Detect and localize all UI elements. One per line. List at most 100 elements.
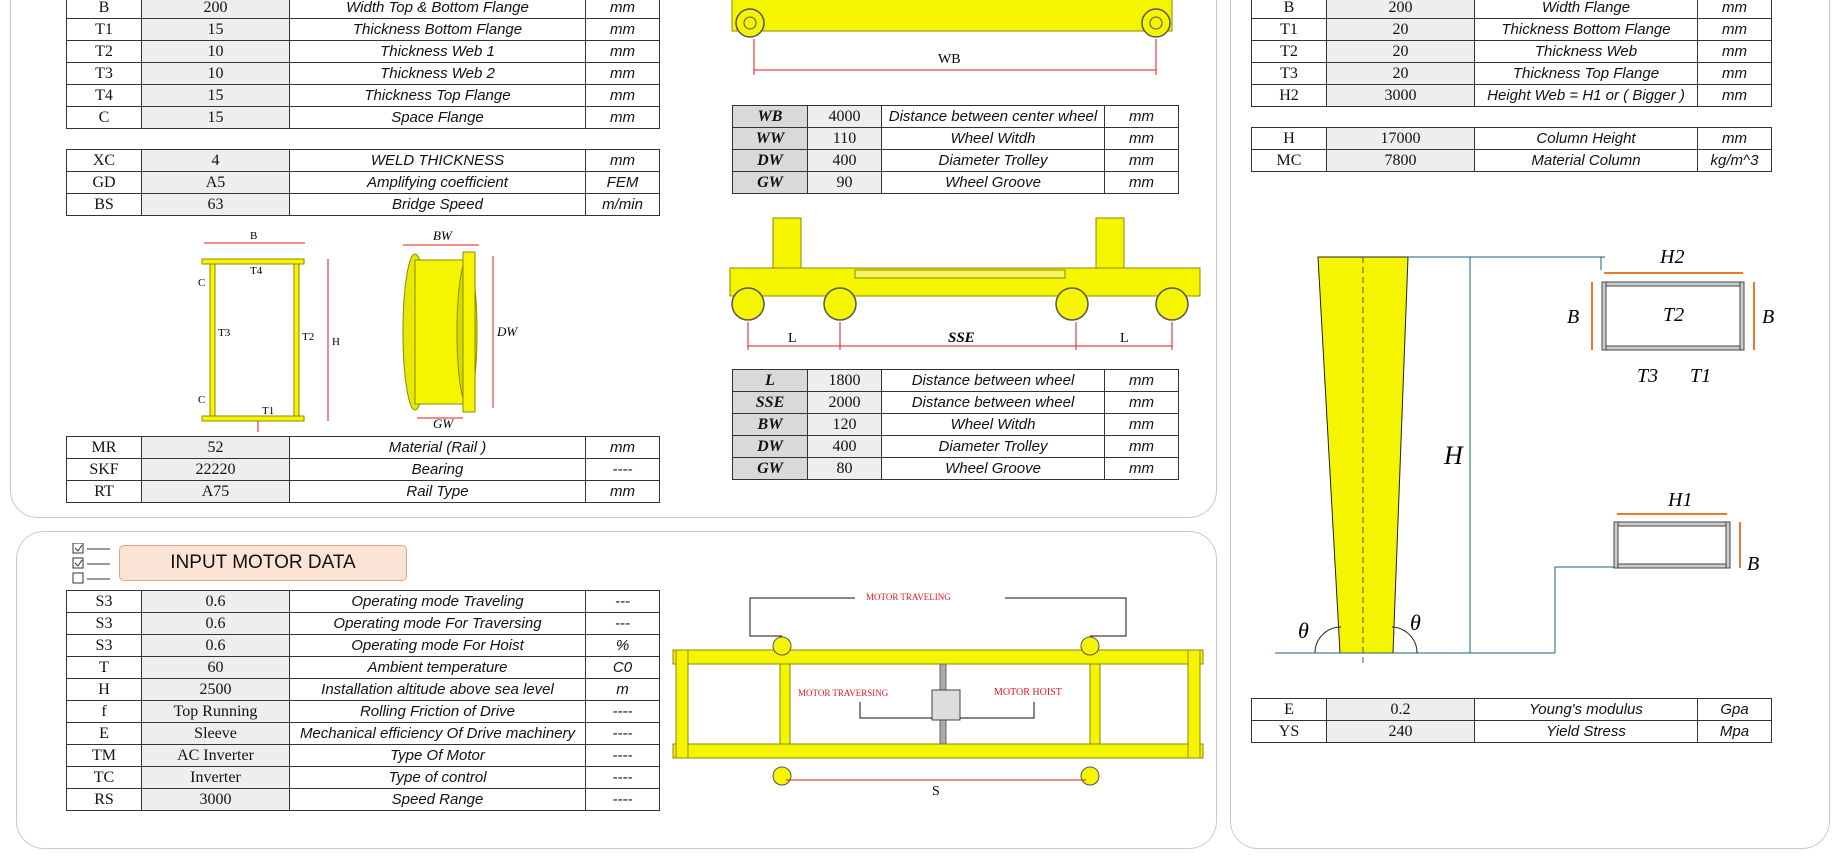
param-value-cell[interactable]: 400 [807,435,882,458]
param-value-cell[interactable]: 0.6 [141,634,290,657]
end-carriage-diagram: L SSE L [729,217,1201,350]
girder-label-b: B [250,230,257,242]
param-value-cell[interactable]: A5 [141,171,290,194]
param-key-cell: GD [66,171,142,194]
param-description-cell: Thickness Bottom Flange [289,18,586,41]
param-value-cell[interactable]: 400 [807,149,882,172]
param-value-cell[interactable]: 200 [141,0,290,19]
param-unit-cell: mm [1697,62,1772,85]
param-value-cell[interactable]: 2500 [141,678,290,701]
param-value-cell[interactable]: 0.2 [1326,698,1475,721]
param-key-cell: H2 [1251,84,1327,107]
tapered-column-diagram: H θ θ H2 B T2 B T3 T1 H1 B [1275,246,1774,665]
param-unit-cell: % [585,634,660,657]
param-unit-cell: mm [585,40,660,63]
param-value-cell[interactable]: 0.6 [141,590,290,613]
param-value-cell[interactable]: 3000 [1326,84,1475,107]
param-value-cell[interactable]: 15 [141,84,290,107]
param-key-cell: T4 [66,84,142,107]
param-value-cell[interactable]: 120 [807,413,882,436]
param-value-cell[interactable]: 52 [141,436,290,459]
param-value-cell[interactable]: 110 [807,127,882,150]
param-value-cell[interactable]: 200 [1326,0,1475,19]
param-value-cell[interactable]: 17000 [1326,127,1475,150]
param-unit-cell: mm [1104,105,1179,128]
param-unit-cell: mm [1104,127,1179,150]
input-motor-data-button[interactable]: INPUT MOTOR DATA [119,545,407,581]
girder-label-c-top: C [198,277,205,289]
param-unit-cell: mm [585,18,660,41]
param-value-cell[interactable]: 4000 [807,105,882,128]
param-key-cell: B [66,0,142,19]
end-carriage-label-sse: SSE [948,330,975,346]
param-value-cell[interactable]: 20 [1326,62,1475,85]
param-value-cell[interactable]: 2000 [807,391,882,414]
param-value-cell[interactable]: 3000 [141,788,290,811]
param-description-cell: Bridge Speed [289,193,586,216]
param-unit-cell: --- [585,612,660,635]
param-value-cell[interactable]: 0.6 [141,612,290,635]
param-value-cell[interactable]: 60 [141,656,290,679]
crane-motor-layout-diagram: MOTOR TRAVELING MOTOR TRAVERSING MOTOR H… [672,592,1204,799]
param-unit-cell: ---- [585,700,660,723]
motor-span-label: S [932,784,940,799]
param-value-cell[interactable]: Sleeve [141,722,290,745]
column-label-t2: T2 [1663,304,1684,326]
param-description-cell: Rail Type [289,480,586,503]
param-value-cell[interactable]: 7800 [1326,149,1475,172]
param-value-cell[interactable]: Top Running [141,700,290,723]
param-value-cell[interactable]: 90 [807,171,882,194]
param-description-cell: Thickness Top Flange [1474,62,1698,85]
param-value-cell[interactable]: 10 [141,62,290,85]
param-value-cell[interactable]: 63 [141,193,290,216]
param-description-cell: Thickness Top Flange [289,84,586,107]
param-unit-cell: mm [1697,84,1772,107]
param-description-cell: Material (Rail ) [289,436,586,459]
param-key-cell: S3 [66,612,142,635]
checklist-icon [72,543,110,584]
param-value-cell[interactable]: 15 [141,106,290,129]
param-value-cell[interactable]: 4 [141,149,290,172]
param-description-cell: Thickness Bottom Flange [1474,18,1698,41]
param-unit-cell: --- [585,590,660,613]
param-unit-cell: Gpa [1697,698,1772,721]
param-key-cell: TC [66,766,142,789]
param-value-cell[interactable]: 22220 [141,458,290,481]
param-value-cell[interactable]: A75 [141,480,290,503]
param-value-cell[interactable]: 20 [1326,18,1475,41]
param-value-cell[interactable]: 15 [141,18,290,41]
param-description-cell: Width Top & Bottom Flange [289,0,586,19]
param-value-cell[interactable]: 20 [1326,40,1475,63]
param-value-cell[interactable]: 240 [1326,720,1475,743]
param-value-cell[interactable]: AC Inverter [141,744,290,767]
param-description-cell: Space Flange [289,106,586,129]
param-value-cell[interactable]: 1800 [807,369,882,392]
param-description-cell: Column Height [1474,127,1698,150]
trolley-label-wb: WB [938,52,961,67]
param-value-cell[interactable]: 80 [807,457,882,480]
param-key-cell: DW [732,435,808,458]
param-description-cell: Amplifying coefficient [289,171,586,194]
param-description-cell: Diameter Trolley [881,149,1105,172]
param-key-cell: SKF [66,458,142,481]
param-value-cell[interactable]: Inverter [141,766,290,789]
param-value-cell[interactable]: 10 [141,40,290,63]
param-unit-cell: mm [1104,435,1179,458]
param-unit-cell: m [585,678,660,701]
param-key-cell: E [66,722,142,745]
